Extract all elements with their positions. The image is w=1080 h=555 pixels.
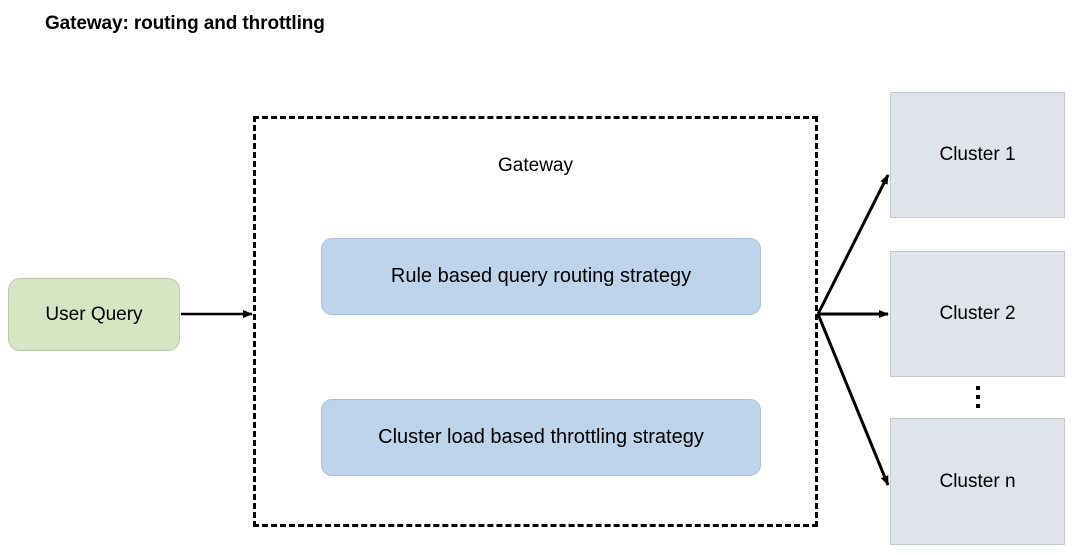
page-title: Gateway: routing and throttling <box>45 13 325 34</box>
ellipsis-dot <box>975 404 980 408</box>
node-cluster-2-label: Cluster 2 <box>939 303 1016 324</box>
node-cluster-n-label: Cluster n <box>939 470 1016 492</box>
node-cluster-load-based-throttling-strategy[interactable]: Cluster load based throttling strategy <box>321 399 761 476</box>
gateway-label: Gateway <box>498 155 573 176</box>
node-cluster-load-based-throttling-strategy-label: Cluster load based throttling strategy <box>378 426 704 448</box>
node-rule-based-query-routing-strategy[interactable]: Rule based query routing strategy <box>321 238 761 315</box>
ellipsis-dot <box>975 395 980 399</box>
arrow-gateway-to-cluster-n <box>816 313 890 486</box>
vertical-ellipsis-icon <box>890 386 1065 413</box>
node-cluster-n[interactable]: Cluster n <box>890 418 1065 545</box>
node-rule-based-query-routing-strategy-label: Rule based query routing strategy <box>390 265 692 287</box>
node-cluster-1[interactable]: Cluster 1 <box>890 92 1065 218</box>
ellipsis-dot <box>975 386 980 390</box>
node-user-query-label: User Query <box>45 303 143 325</box>
arrow-gateway-to-cluster-1 <box>816 174 890 315</box>
node-cluster-1-label: Cluster 1 <box>939 144 1016 165</box>
gateway-boundary <box>253 116 818 527</box>
node-cluster-2[interactable]: Cluster 2 <box>890 251 1065 377</box>
node-user-query[interactable]: User Query <box>8 278 180 351</box>
